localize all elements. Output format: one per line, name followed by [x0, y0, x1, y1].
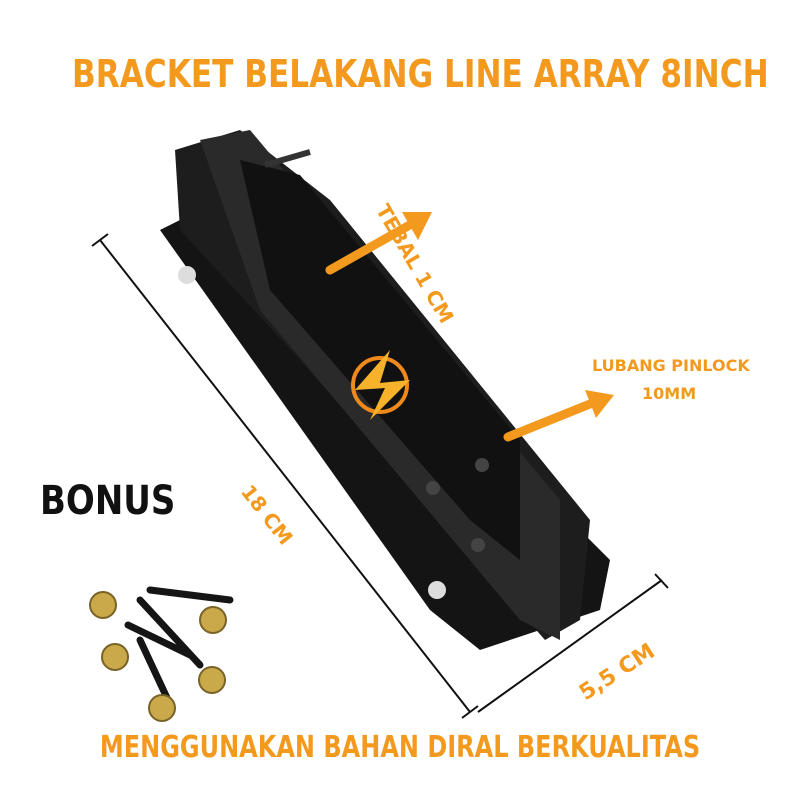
lightning-logo-icon — [351, 350, 410, 420]
product-title: BRACKET BELAKANG LINE ARRAY 8INCH — [72, 52, 769, 96]
length-dimension-line — [91, 233, 479, 719]
pinlock-label-line2: 10MM — [642, 384, 697, 403]
arrow-right-up-icon — [325, 212, 432, 275]
footer-tagline: MENGGUNAKAN BAHAN DIRAL BERKUALITAS — [99, 730, 701, 765]
bonus-label: BONUS — [40, 478, 176, 524]
pinlock-label-line1: LUBANG PINLOCK — [592, 356, 750, 375]
width-dimension-line — [477, 573, 669, 713]
tee-nut-icons — [89, 591, 227, 722]
arrow-right-up-icon — [503, 390, 614, 442]
bonus-hardware — [124, 586, 234, 704]
